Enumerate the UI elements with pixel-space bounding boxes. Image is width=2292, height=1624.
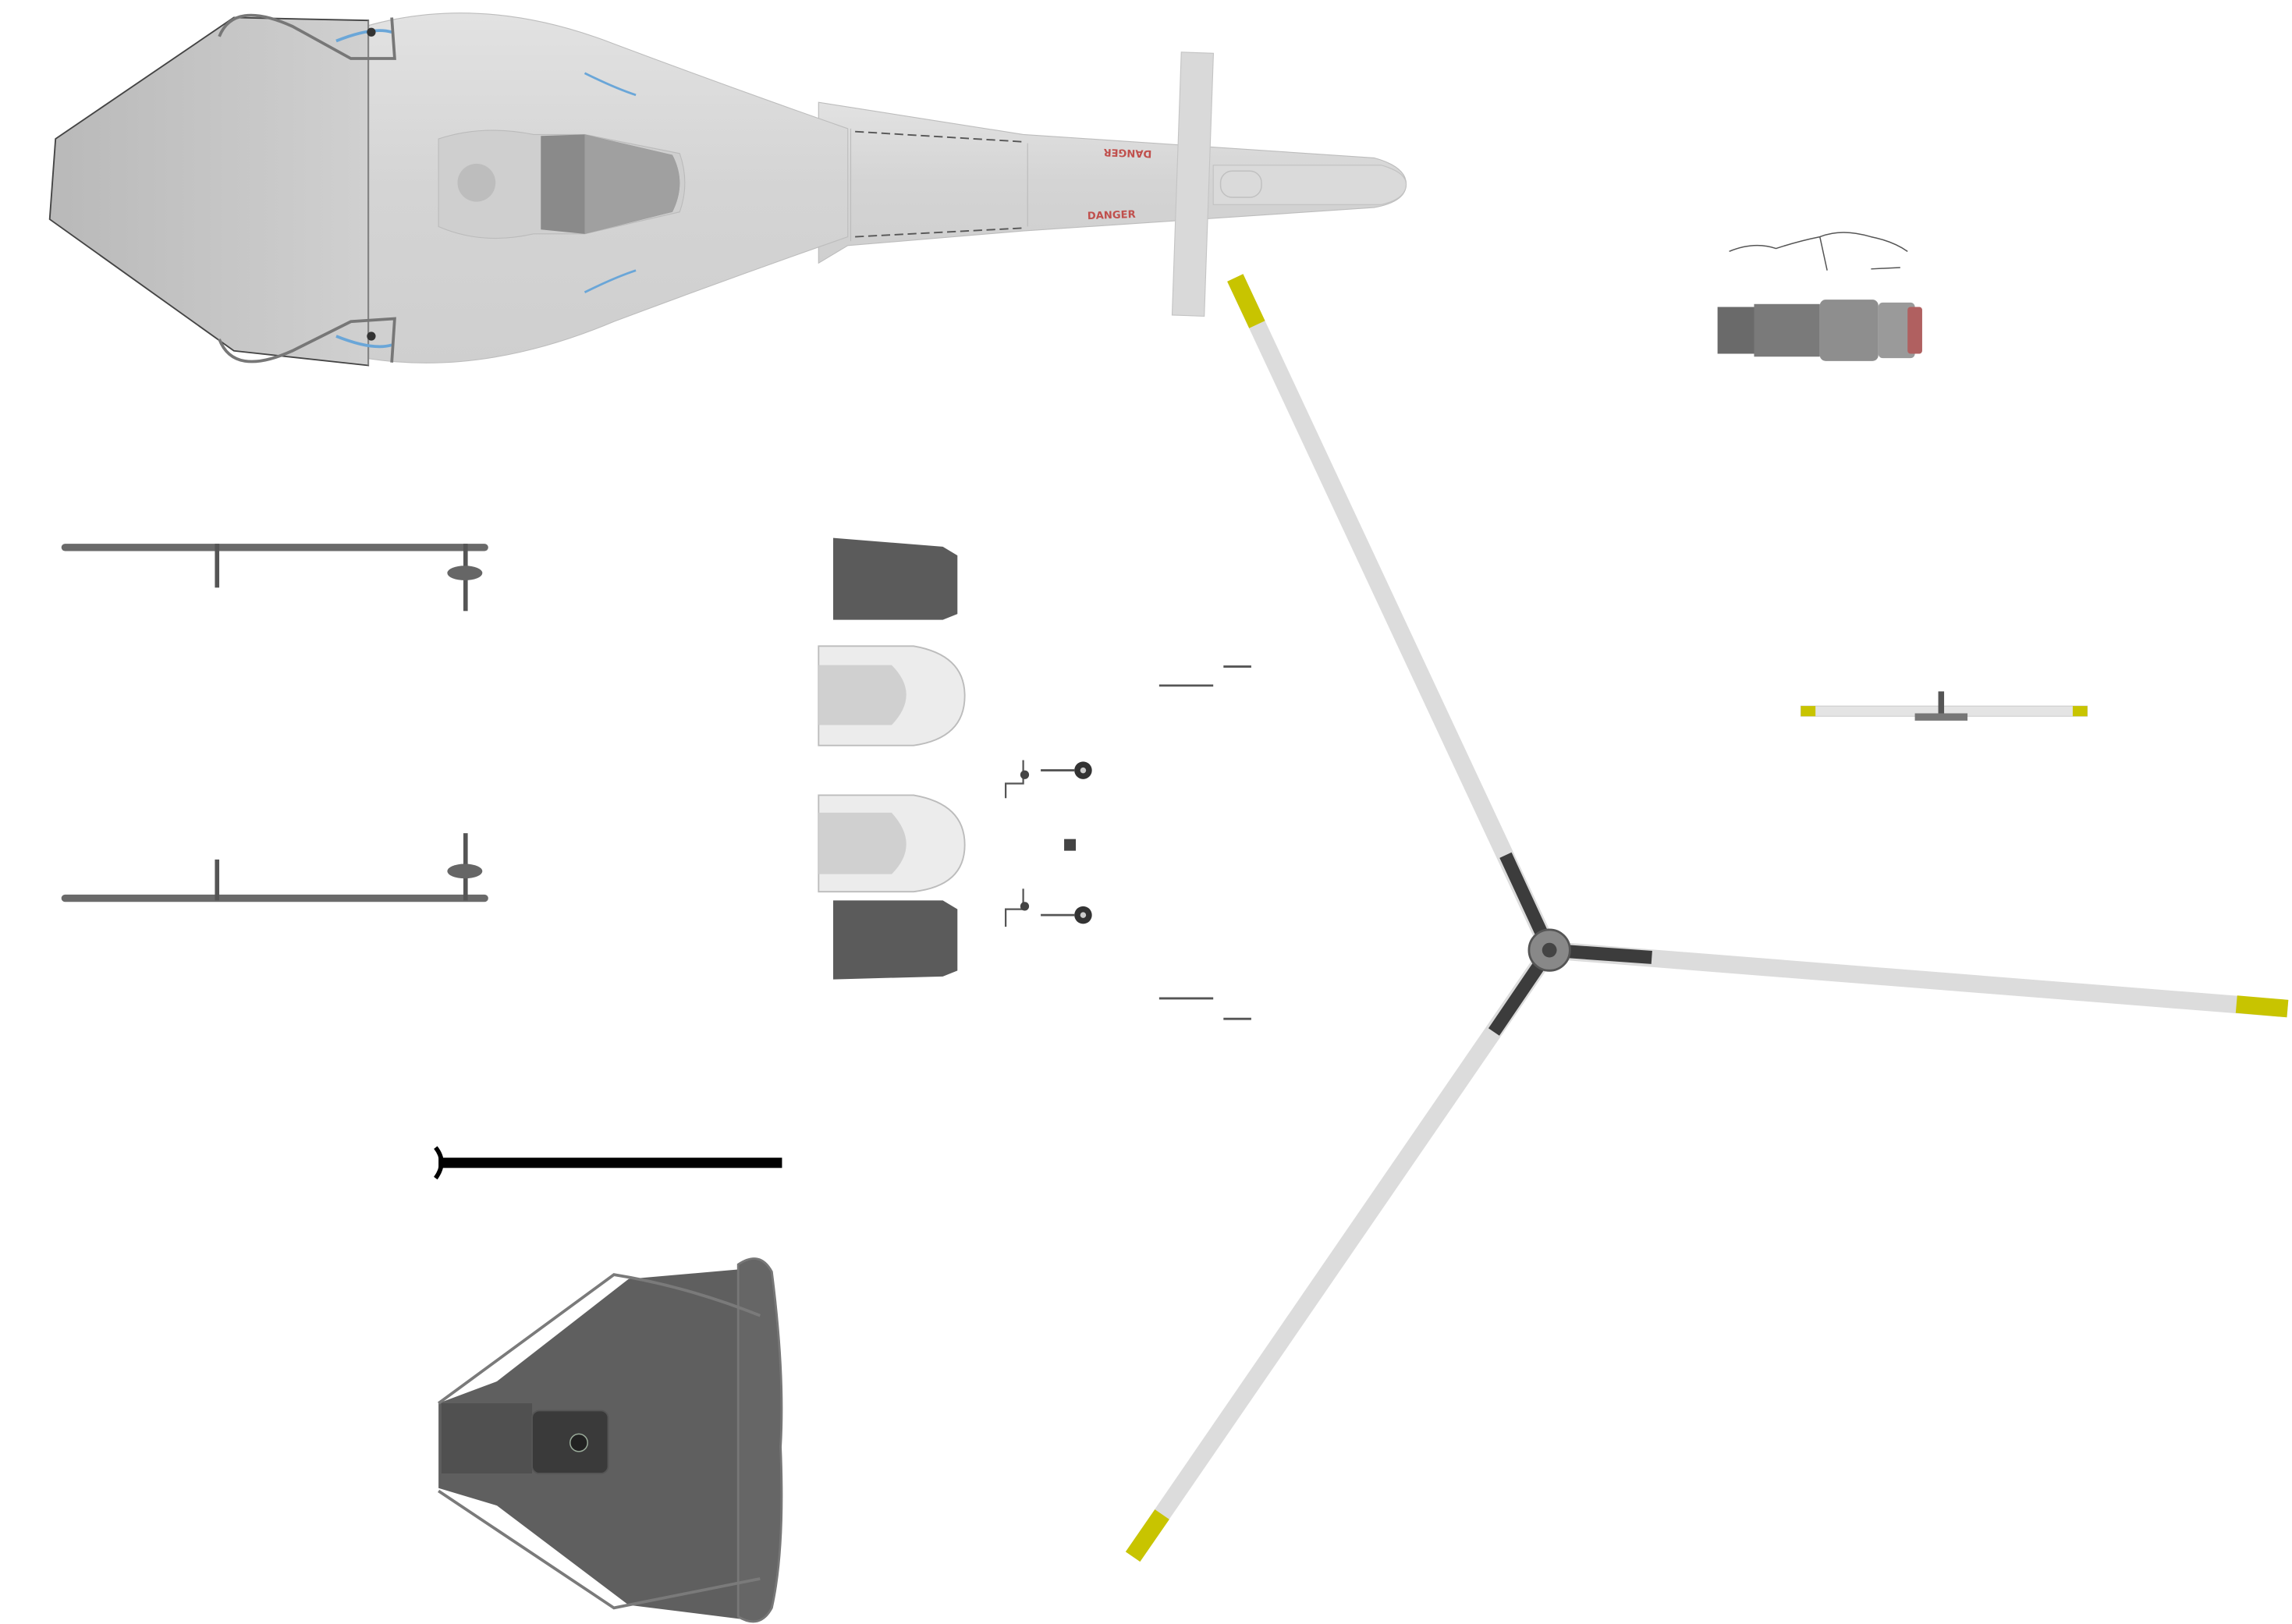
landing-skid-left — [61, 544, 488, 612]
landing-gear-pieces — [1004, 665, 1251, 1020]
gauge-icon — [569, 1433, 588, 1452]
rotor-blade-1 — [1227, 274, 1558, 954]
danger-label-top: DANGER — [1103, 146, 1151, 159]
rotor-blade-2 — [1549, 941, 2289, 1018]
seat-back-rear-right — [833, 900, 958, 980]
fuselage: DANGER DANGER — [48, 12, 1407, 367]
engine-exhaust-cap — [1907, 307, 1922, 354]
tail-rotor-housing — [1212, 165, 1407, 205]
main-rotor — [1125, 274, 2289, 1562]
seats — [818, 537, 966, 980]
tail-fin — [1171, 51, 1215, 317]
landing-skid-right — [61, 833, 488, 902]
seat-back-rear-left — [833, 537, 958, 620]
canopy — [48, 16, 370, 367]
floor-panel — [438, 1257, 783, 1623]
engine-assembly — [1717, 232, 1922, 361]
rotor-mast-base — [457, 163, 496, 202]
front-skid-loop-top — [218, 13, 396, 60]
wiring-harness — [1729, 232, 1908, 271]
rotor-blade-3 — [1125, 945, 1557, 1562]
front-skid-loop-bottom — [218, 317, 396, 363]
tail-rotor — [1800, 691, 2088, 721]
cabin-stripe-bottom — [335, 335, 392, 349]
rod — [434, 1146, 782, 1180]
danger-label-bottom: DANGER — [1087, 209, 1136, 222]
